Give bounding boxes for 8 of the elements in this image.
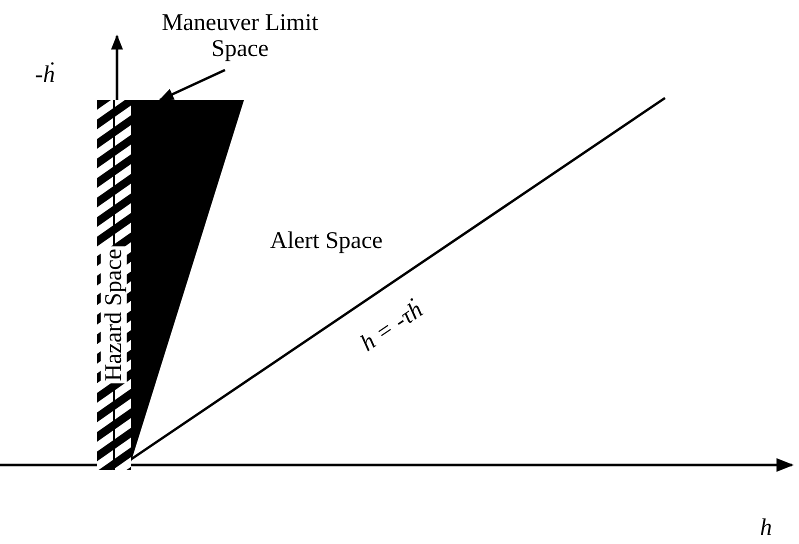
- hazard-band: [97, 100, 131, 470]
- region-label: Alert Space: [270, 228, 383, 254]
- axis-label: -ḣ: [35, 62, 55, 88]
- axis-label: h: [760, 515, 772, 542]
- leader-arrow: [158, 68, 226, 102]
- region-label: Maneuver Limit Space: [160, 10, 320, 63]
- region-label: Hazard Space: [100, 246, 128, 383]
- equation-label: h = -τḣ: [356, 296, 428, 358]
